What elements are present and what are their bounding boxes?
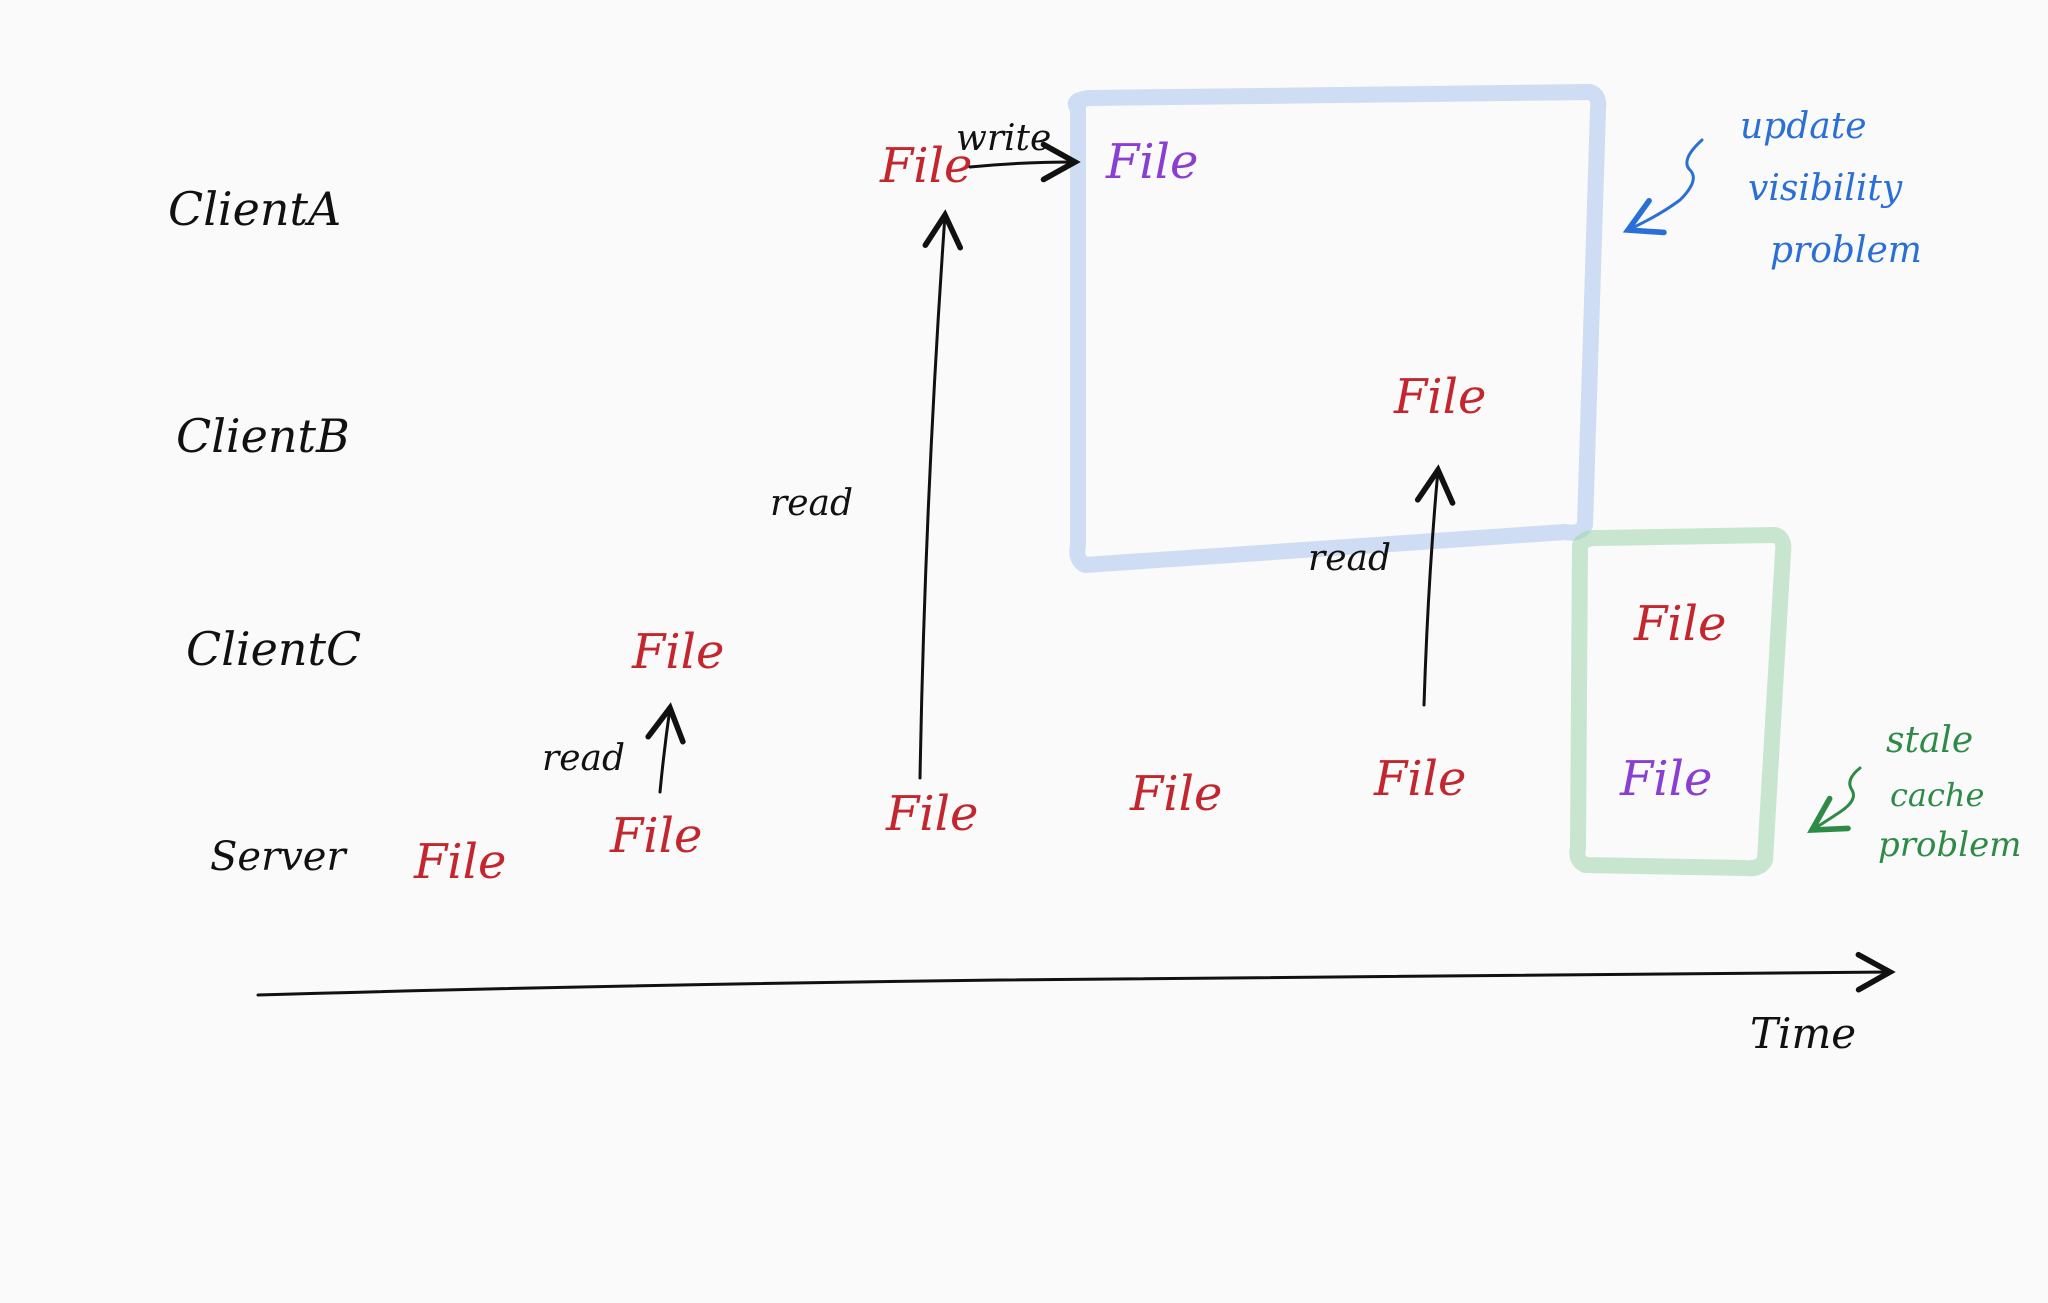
- read-arrow-server-to-client-a: [918, 209, 964, 780]
- client-c-file-cached: File: [1633, 596, 1726, 652]
- server-file-3: File: [885, 786, 978, 842]
- server-file-2: File: [609, 808, 702, 864]
- stale-cache-note-line-1: stale: [1886, 720, 1973, 761]
- client-b-file: File: [1393, 369, 1486, 425]
- server-file-1: File: [413, 834, 506, 890]
- read-arrow-server-to-client-b: [1414, 464, 1456, 707]
- update-visibility-pointer: [1622, 138, 1704, 236]
- read-arrow-server-to-client-c: [645, 702, 686, 794]
- row-label-server: Server: [210, 834, 348, 880]
- row-label-client-b: ClientB: [176, 409, 350, 463]
- update-visibility-note-line-2: visibility: [1748, 168, 1903, 209]
- stale-cache-note-line-2: cache: [1890, 776, 1984, 814]
- server-file-4: File: [1129, 766, 1222, 822]
- update-visibility-note-line-1: update: [1740, 106, 1867, 147]
- stale-cache-pointer: [1807, 766, 1862, 834]
- server-file-new: File: [1619, 751, 1712, 807]
- server-file-5: File: [1373, 751, 1466, 807]
- client-c-file: File: [631, 624, 724, 680]
- read-label-3: read: [1308, 538, 1391, 579]
- write-label: write: [956, 118, 1051, 159]
- read-label-2: read: [770, 483, 853, 524]
- client-a-file-new: File: [1105, 134, 1198, 190]
- time-axis-label: Time: [1750, 1009, 1856, 1058]
- stale-cache-box: [1569, 527, 1792, 877]
- stale-cache-note-line-3: problem: [1878, 825, 2022, 865]
- read-label-1: read: [542, 738, 625, 779]
- write-arrow: [968, 141, 1081, 183]
- update-visibility-box: [1067, 84, 1607, 573]
- row-label-client-c: ClientC: [186, 622, 361, 676]
- row-label-client-a: ClientA: [168, 182, 341, 236]
- time-axis-arrow: [256, 951, 1896, 997]
- update-visibility-note-line-3: problem: [1770, 230, 1922, 271]
- client-a-file-old: File: [879, 138, 972, 194]
